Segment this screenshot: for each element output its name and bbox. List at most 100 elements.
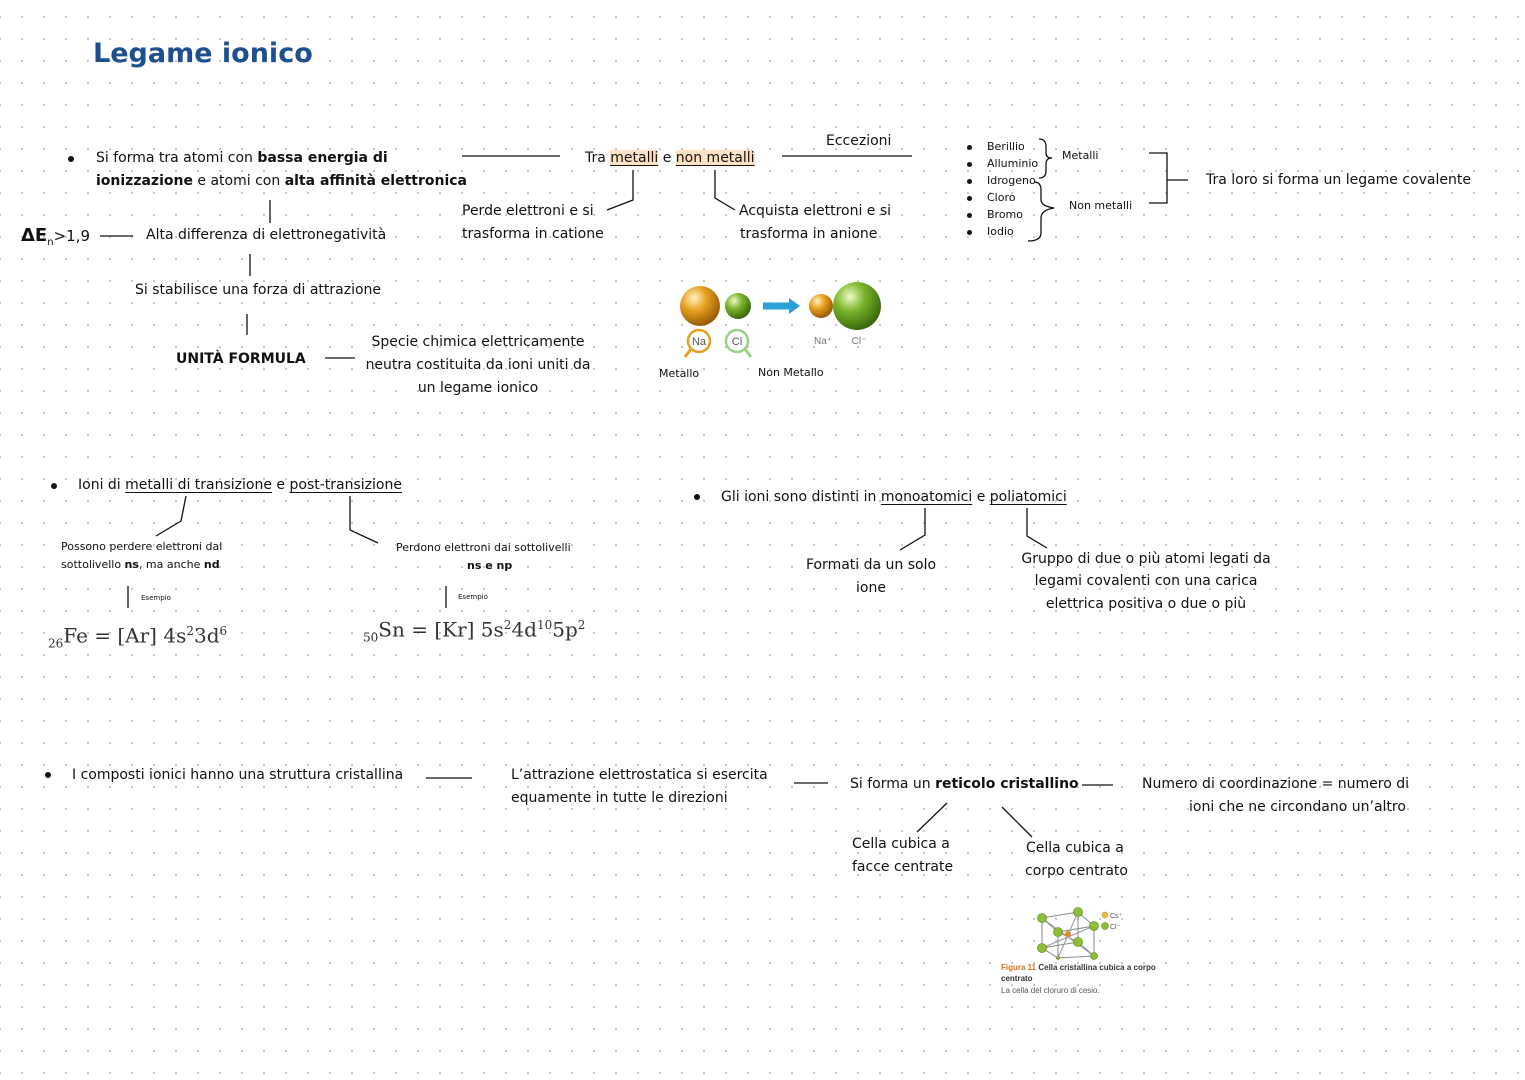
text-reticolo: Si forma un reticolo cristallino: [850, 773, 1079, 796]
text-unita-formula: UNITÀ FORMULA: [176, 351, 306, 367]
text-attrazione-2: equamente in tutte le direzioni: [511, 790, 728, 806]
text-run: e: [271, 477, 290, 493]
bold-text: ionizzazione: [96, 173, 193, 189]
text-corpo-1: Cella cubica a: [1026, 840, 1124, 856]
underline-poliatomici: poliatomici: [989, 489, 1067, 505]
cl-label: Cl: [732, 336, 742, 348]
non-metallo-label: Non Metallo: [758, 366, 824, 379]
exception-item: Alluminio: [987, 157, 1039, 170]
ion-formation-figure: Na Cl Na⁺ Cl⁻ Metallo Non Metallo: [659, 282, 881, 380]
text-acquista-1: Acquista elettroni e si: [739, 203, 892, 219]
superscript: 2: [186, 624, 194, 638]
exception-item: Berillio: [987, 140, 1025, 153]
text-possono-2: sottolivello ns, ma anche nd: [61, 556, 220, 573]
underline-monoatomici: monoatomici: [880, 489, 973, 505]
text-run: Tra: [585, 150, 611, 166]
text-specie-3: un legame ionico: [417, 380, 539, 396]
label-esempio: Esempio: [458, 593, 488, 601]
sn-configuration: 50Sn = [Kr] 5s24d105p2: [363, 614, 585, 650]
fe-atomic-number: 26: [48, 636, 64, 651]
na-atom: [680, 286, 720, 326]
bold-text: ns: [124, 558, 139, 571]
arrow-head-icon: [789, 298, 800, 314]
label-metalli: Metalli: [1062, 149, 1099, 162]
delta-symbol: ΔE: [21, 225, 48, 246]
cl-legend-label: Cl⁻: [1110, 924, 1121, 931]
text-facce-2: facce centrate: [852, 859, 954, 875]
superscript: 10: [536, 618, 553, 632]
figure-caption-line1: Figura 11 Cella cristallina cubica a cor…: [1001, 962, 1156, 973]
text-ioni-transizione: Ioni di metalli di transizione e post-tr…: [78, 474, 402, 497]
text-alta-differenza: Alta differenza di elettronegatività: [146, 227, 387, 243]
exception-item: Bromo: [987, 208, 1024, 221]
text-eccezioni: Eccezioni: [826, 133, 892, 149]
sn-atomic-number: 50: [363, 630, 379, 645]
text-composti-ionici: I composti ionici hanno una struttura cr…: [72, 767, 404, 783]
text-run: Gli ioni sono distinti in: [721, 489, 881, 505]
na-plus-label: Na⁺: [814, 336, 832, 347]
bullet: [967, 145, 972, 150]
text-specie-2: neutra costituita da ioni uniti da: [365, 357, 591, 373]
text-formati-2: ione: [856, 580, 886, 596]
text-stabilisce: Si stabilisce una forza di attrazione: [135, 282, 382, 298]
cs-ion: [1065, 931, 1071, 937]
label-non-metalli: Non metalli: [1069, 199, 1133, 212]
text-attrazione-1: L’attrazione elettrostatica si esercita: [511, 767, 768, 783]
text-specie-1: Specie chimica elettricamente: [371, 334, 585, 350]
text-run: , ma anche: [138, 558, 204, 571]
na-magnifier-icon: [686, 328, 712, 354]
text-run: Fe = [Ar] 4s: [63, 623, 187, 648]
highlight-metalli: metalli: [610, 150, 659, 166]
superscript: 2: [503, 618, 512, 632]
bold-text: reticolo cristallino: [935, 776, 1079, 792]
na-label: Na: [692, 336, 707, 348]
text-gruppo-3: elettrica positiva o due o più: [1045, 596, 1247, 612]
highlight-non-metalli: non metalli: [675, 150, 755, 166]
exception-item: Cloro: [987, 191, 1016, 204]
na-ion: [809, 294, 833, 318]
cl-magnifier-icon: [724, 328, 750, 354]
bullet: [967, 179, 972, 184]
text-run: e atomi con: [192, 173, 285, 189]
text-run: sottolivello: [61, 558, 125, 571]
text-perde-2: trasforma in catione: [462, 226, 604, 242]
text-ioni-distinti: Gli ioni sono distinti in monoatomici e …: [721, 486, 1067, 509]
bullet: [967, 162, 972, 167]
text-gruppo-1: Gruppo di due o più atomi legati da: [1021, 551, 1271, 567]
text-perdono-1: Perdono elettroni dai sottolivelli: [396, 541, 571, 554]
cl-legend-icon: [1101, 922, 1109, 930]
text-facce-1: Cella cubica a: [852, 836, 950, 852]
text-run: e: [972, 489, 990, 505]
exception-item: Iodio: [987, 225, 1014, 238]
text-run: Sn = [Kr] 5s: [378, 617, 504, 642]
delta-subscript: n: [47, 237, 54, 248]
page-title: Legame ionico: [93, 38, 313, 69]
text-run: Ioni di: [78, 477, 126, 493]
text-perde-1: Perde elettroni e si: [462, 203, 594, 219]
text-forma-line2: ionizzazione e atomi con alta affinità e…: [96, 170, 467, 193]
text-run: 5p: [552, 617, 578, 642]
text-formati-1: Formati da un solo: [805, 557, 937, 573]
superscript: 2: [577, 618, 586, 632]
bullet: [967, 213, 972, 218]
text-corpo-2: corpo centrato: [1025, 863, 1128, 879]
label-esempio: Esempio: [141, 594, 171, 602]
metallo-label: Metallo: [659, 367, 699, 380]
cl-atom: [725, 293, 751, 319]
bullet: [694, 494, 700, 500]
delta-en-condition: ΔEn>1,9: [21, 224, 90, 254]
underline-metalli-transizione: metalli di transizione: [125, 477, 272, 493]
bold-text: bassa energia di: [257, 150, 388, 166]
bullet: [45, 772, 51, 778]
exception-item: Idrogeno: [987, 174, 1036, 187]
delta-value: >1,9: [53, 227, 91, 245]
bold-text: alta affinità elettronica: [284, 173, 467, 189]
bullet: [51, 483, 57, 489]
cl-minus-label: Cl⁻: [852, 336, 867, 347]
superscript: 6: [219, 624, 228, 638]
cs-legend-icon: [1101, 911, 1109, 919]
bullet: [68, 156, 74, 162]
text-gruppo-2: legami covalenti con una carica: [1034, 573, 1258, 589]
text-forma-line1: Si forma tra atomi con bassa energia di: [96, 147, 388, 170]
